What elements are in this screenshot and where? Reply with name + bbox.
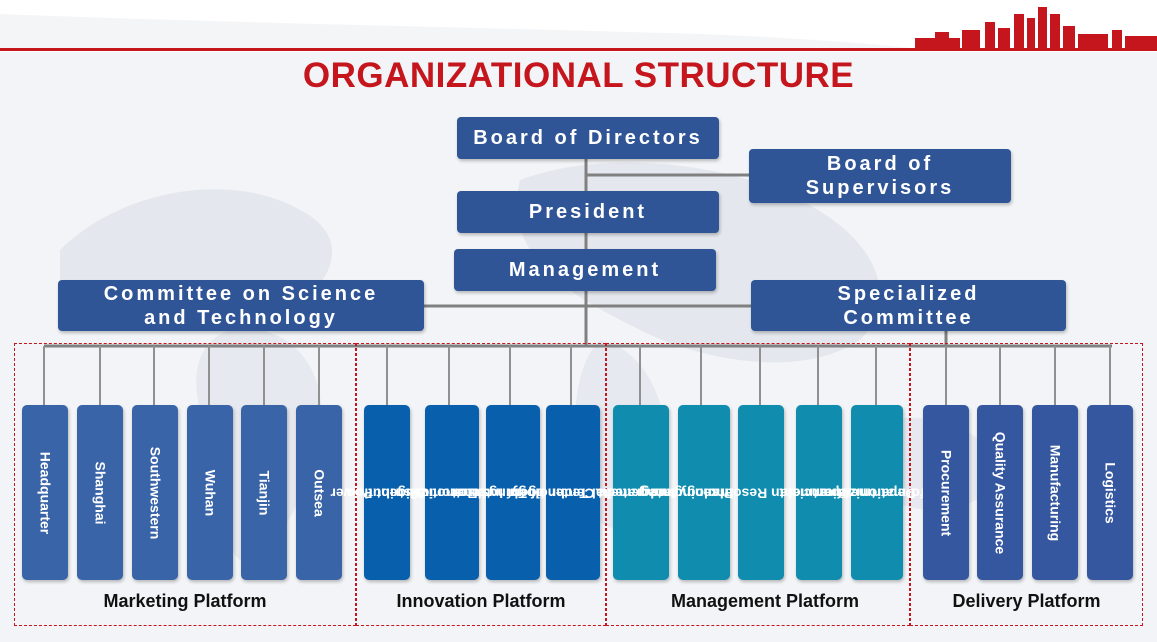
management-box: Management	[454, 249, 716, 291]
unit-shanghai-label: Shanghai	[92, 460, 109, 525]
header-banner	[0, 0, 1157, 52]
unit-outsea: Outsea	[296, 405, 342, 580]
board-of-supervisors-box: Board of Supervisors	[749, 149, 1011, 203]
unit-manufacturing-label: Manufacturing	[1047, 444, 1064, 541]
innovation-platform-group	[356, 343, 606, 626]
unit-wuhan-label: Wuhan	[202, 469, 219, 516]
unit-human-resource: Human Resource	[703, 405, 819, 580]
unit-quality-assurance: Quality Assurance	[977, 405, 1023, 580]
city-skyline-icon	[915, 7, 1157, 48]
delivery-platform-group	[910, 343, 1143, 626]
unit-logistics-label: Logistics	[1102, 461, 1119, 524]
president-label: President	[528, 201, 648, 223]
unit-quality-assurance-label: Quality Assurance	[992, 431, 1009, 554]
unit-wuhan: Wuhan	[187, 405, 233, 580]
unit-procurement: Procurement	[923, 405, 969, 580]
unit-tianjin-label: Tianjin	[256, 470, 273, 515]
specialized-committee-box: Specialized Committee	[751, 280, 1066, 331]
unit-procurement-label: Procurement	[938, 449, 955, 536]
marketing-platform-group	[14, 343, 356, 626]
innovation-platform-label: Innovation Platform	[396, 591, 566, 611]
board-of-supervisors-line1: Board of	[826, 153, 934, 175]
marketing-platform-label: Marketing Platform	[103, 591, 267, 611]
management-label: Management	[508, 259, 662, 281]
board-of-supervisors-line2: Supervisors	[805, 177, 955, 199]
unit-logistics: Logistics	[1087, 405, 1133, 580]
committee-science-technology-box: Committee on Science and Technology	[58, 280, 424, 331]
board-of-directors-box: Board of Directors	[457, 117, 719, 159]
unit-southwestern: Southwestern	[132, 405, 178, 580]
unit-shanghai: Shanghai	[77, 405, 123, 580]
unit-manufacturing: Manufacturing	[1032, 405, 1078, 580]
committee-science-line2: and Technology	[144, 306, 338, 329]
unit-outsea-label: Outsea	[311, 468, 328, 517]
unit-headquarter-label: Headquarter	[37, 451, 54, 534]
specialized-line1: Specialized	[837, 282, 980, 305]
committee-science-line1: Committee on Science	[103, 282, 379, 305]
page-title: ORGANIZATIONAL STRUCTURE	[302, 56, 855, 95]
specialized-line2: Committee	[843, 306, 974, 329]
management-platform-group	[606, 343, 910, 626]
board-of-directors-label: Board of Directors	[473, 127, 703, 149]
unit-southwestern-label: Southwestern	[147, 446, 164, 539]
president-box: President	[457, 191, 719, 233]
delivery-platform-label: Delivery Platform	[952, 591, 1101, 611]
unit-tianjin: Tianjin	[241, 405, 287, 580]
unit-headquarter: Headquarter	[22, 405, 68, 580]
management-platform-label: Management Platform	[670, 591, 860, 611]
